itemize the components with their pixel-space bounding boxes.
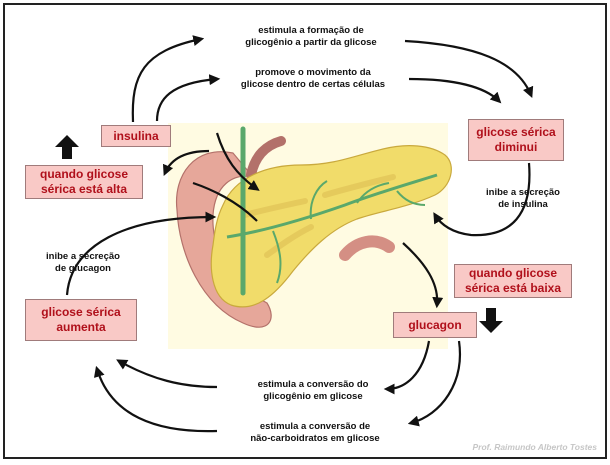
glucose-increases-line-2: aumenta (56, 320, 105, 335)
glycogen-formation-line-1: estimula a formação de (225, 25, 397, 37)
high-glucose-box: quando glicose sérica está alta (25, 165, 143, 199)
inhibit-glucagon-line-1: inibe a secreção (35, 251, 131, 263)
glycogen-formation-line-2: glicogênio a partir da glicose (225, 37, 397, 49)
inhibit-glucagon-line-2: de glucagon (35, 263, 131, 275)
arrow-conversion-to-aumenta (119, 361, 217, 387)
noncarb-conversion-line-2: não-carboidratos em glicose (229, 433, 401, 445)
glycogen-conversion-line-1: estimula a conversão do (231, 379, 395, 391)
low-glucose-box: quando glicose sérica está baixa (454, 264, 572, 298)
high-glucose-line-1: quando glicose (40, 167, 128, 182)
author-credit: Prof. Raimundo Alberto Tostes (472, 442, 597, 452)
arrow-pancreas-to-insulina (193, 183, 257, 221)
glucagon-box: glucagon (393, 312, 477, 338)
glycogen-formation-text: estimula a formação de glicogênio a part… (225, 25, 397, 49)
insulina-box: insulina (101, 125, 171, 147)
noncarb-conversion-text: estimula a conversão de não-carboidratos… (229, 421, 401, 445)
inhibit-glucagon-text: inibe a secreção de glucagon (35, 251, 131, 275)
inhibit-insulin-text: inibe a secreção de insulina (475, 187, 571, 211)
arrow-insulina-from-pancreas (217, 133, 257, 189)
glycogen-conversion-text: estimula a conversão do glicogênio em gl… (231, 379, 395, 403)
arrow-glucagon-to-noncarb (411, 341, 460, 423)
low-glucose-line-1: quando glicose (469, 266, 557, 281)
noncarb-conversion-line-1: estimula a conversão de (229, 421, 401, 433)
arrow-formation-to-diminui (405, 41, 531, 95)
glucose-increases-line-1: glicose sérica (41, 305, 120, 320)
insulina-label: insulina (113, 129, 158, 144)
glucose-movement-line-2: glicose dentro de certas células (219, 79, 407, 91)
glucose-decreases-box: glicose sérica diminui (468, 119, 564, 161)
inhibit-insulin-line-2: de insulina (475, 199, 571, 211)
low-glucose-line-2: sérica está baixa (465, 281, 561, 296)
glucose-decreases-line-2: diminui (495, 140, 538, 155)
arrow-up-icon (55, 135, 79, 159)
arrow-to-movement (157, 79, 217, 121)
inhibit-insulin-line-1: inibe a secreção (475, 187, 571, 199)
arrow-movement-to-diminui (409, 79, 499, 101)
glucagon-label: glucagon (408, 318, 461, 333)
diagram-slide: insulina quando glicose sérica está alta… (3, 3, 607, 459)
arrow-insulina-to-high (165, 151, 209, 173)
glucose-decreases-line-1: glicose sérica (476, 125, 555, 140)
glycogen-conversion-line-2: glicogênio em glicose (231, 391, 395, 403)
glucose-movement-text: promove o movimento da glicose dentro de… (219, 67, 407, 91)
glucose-increases-box: glicose sérica aumenta (25, 299, 137, 341)
high-glucose-line-2: sérica está alta (41, 182, 127, 197)
arrow-to-glucagon (403, 243, 437, 305)
arrow-down-icon (479, 308, 503, 333)
arrow-to-formation (133, 39, 201, 122)
glucose-movement-line-1: promove o movimento da (219, 67, 407, 79)
